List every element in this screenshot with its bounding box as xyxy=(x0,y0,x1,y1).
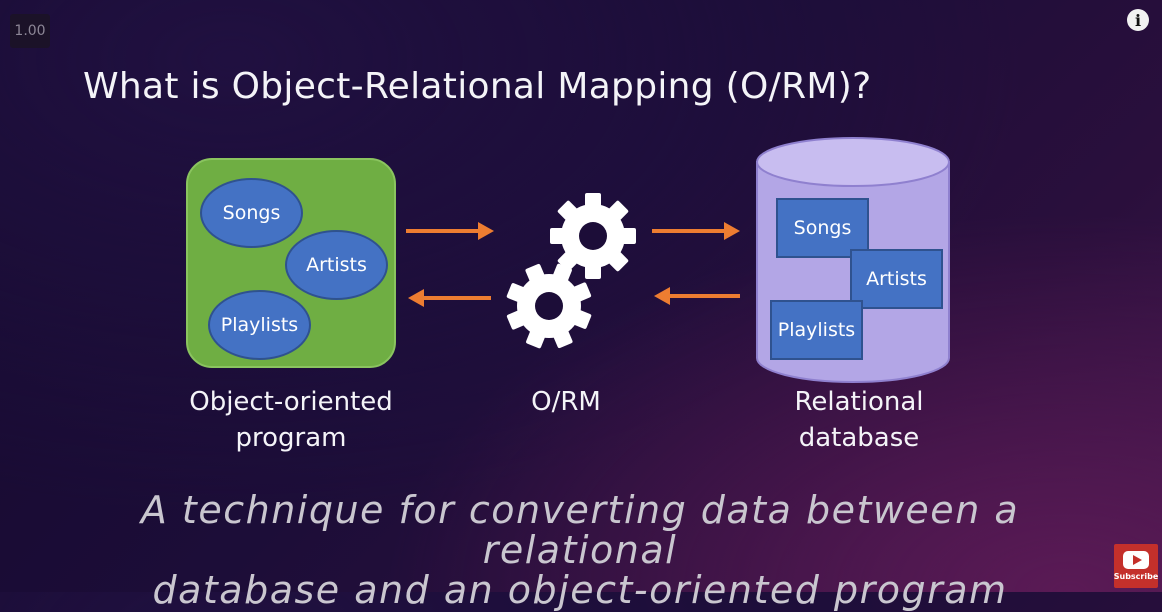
db-songs-table: Songs xyxy=(776,198,869,258)
gear-icon xyxy=(550,193,636,279)
db-artists-table: Artists xyxy=(850,249,943,309)
arrow-left-icon xyxy=(654,287,740,305)
info-button[interactable]: i xyxy=(1127,9,1149,31)
orm-definition-tagline: A technique for converting data between … xyxy=(60,490,1100,610)
oop-caption: Object-oriented program xyxy=(186,384,396,456)
info-icon: i xyxy=(1134,10,1142,30)
arrow-right-icon xyxy=(652,222,740,240)
db-caption-line2: database xyxy=(798,423,920,453)
playback-speed-badge[interactable]: 1.00 xyxy=(10,14,50,48)
subscribe-button[interactable]: Subscribe xyxy=(1114,544,1158,588)
subscribe-label: Subscribe xyxy=(1113,572,1159,581)
db-playlists-table: Playlists xyxy=(770,300,863,360)
db-caption: Relational database xyxy=(764,384,954,456)
tagline-line2: database and an object-oriented program xyxy=(152,568,1008,612)
oop-songs-object: Songs xyxy=(200,178,303,248)
tagline-line1: A technique for converting data between … xyxy=(140,488,1020,572)
object-oriented-program-box: Songs Artists Playlists xyxy=(186,158,396,368)
gear-icon xyxy=(506,263,592,349)
oop-artists-object: Artists xyxy=(285,230,388,300)
oop-playlists-object: Playlists xyxy=(208,290,311,360)
oop-caption-line2: program xyxy=(235,423,347,453)
arrow-left-icon xyxy=(408,289,491,307)
oop-caption-line1: Object-oriented xyxy=(189,387,393,417)
orm-caption: O/RM xyxy=(531,387,601,417)
arrow-right-icon xyxy=(406,222,494,240)
youtube-play-icon xyxy=(1123,551,1149,569)
slide-title: What is Object-Relational Mapping (O/RM)… xyxy=(83,66,872,107)
db-caption-line1: Relational xyxy=(794,387,924,417)
